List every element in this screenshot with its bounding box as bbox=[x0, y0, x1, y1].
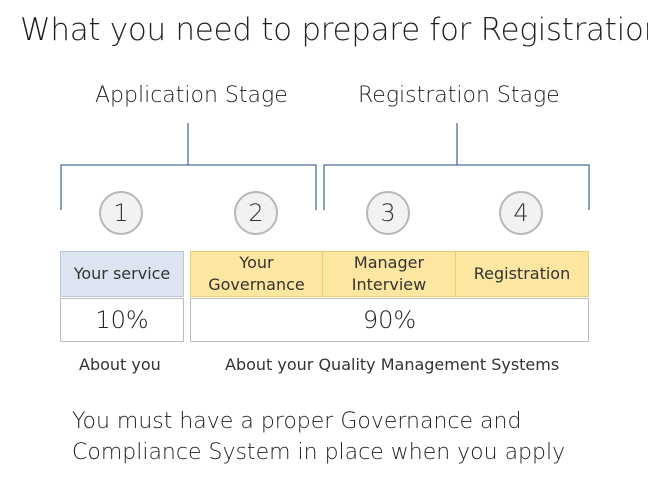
about-you-percentage: 10% bbox=[60, 298, 184, 342]
your-service-box: Your service bbox=[60, 251, 184, 297]
your-governance-box: Your Governance bbox=[190, 251, 323, 297]
manager-interview-box: Manager Interview bbox=[322, 251, 456, 297]
compliance-note: You must have a proper Governance and Co… bbox=[72, 409, 566, 465]
qms-percentage: 90% bbox=[190, 298, 589, 342]
step-3-circle: 3 bbox=[366, 191, 410, 235]
registration-bracket-line bbox=[323, 164, 590, 210]
step-1-circle: 1 bbox=[99, 191, 143, 235]
registration-box: Registration bbox=[455, 251, 589, 297]
about-you-caption: About you bbox=[79, 355, 161, 374]
step-4-circle: 4 bbox=[499, 191, 543, 235]
registration-stage-label: Registration Stage bbox=[358, 83, 560, 108]
application-stage-label: Application Stage bbox=[95, 83, 288, 108]
step-2-circle: 2 bbox=[234, 191, 278, 235]
page-title: What you need to prepare for Registratio… bbox=[20, 12, 648, 48]
application-bracket-line bbox=[60, 164, 317, 210]
qms-caption: About your Quality Management Systems bbox=[225, 355, 560, 374]
